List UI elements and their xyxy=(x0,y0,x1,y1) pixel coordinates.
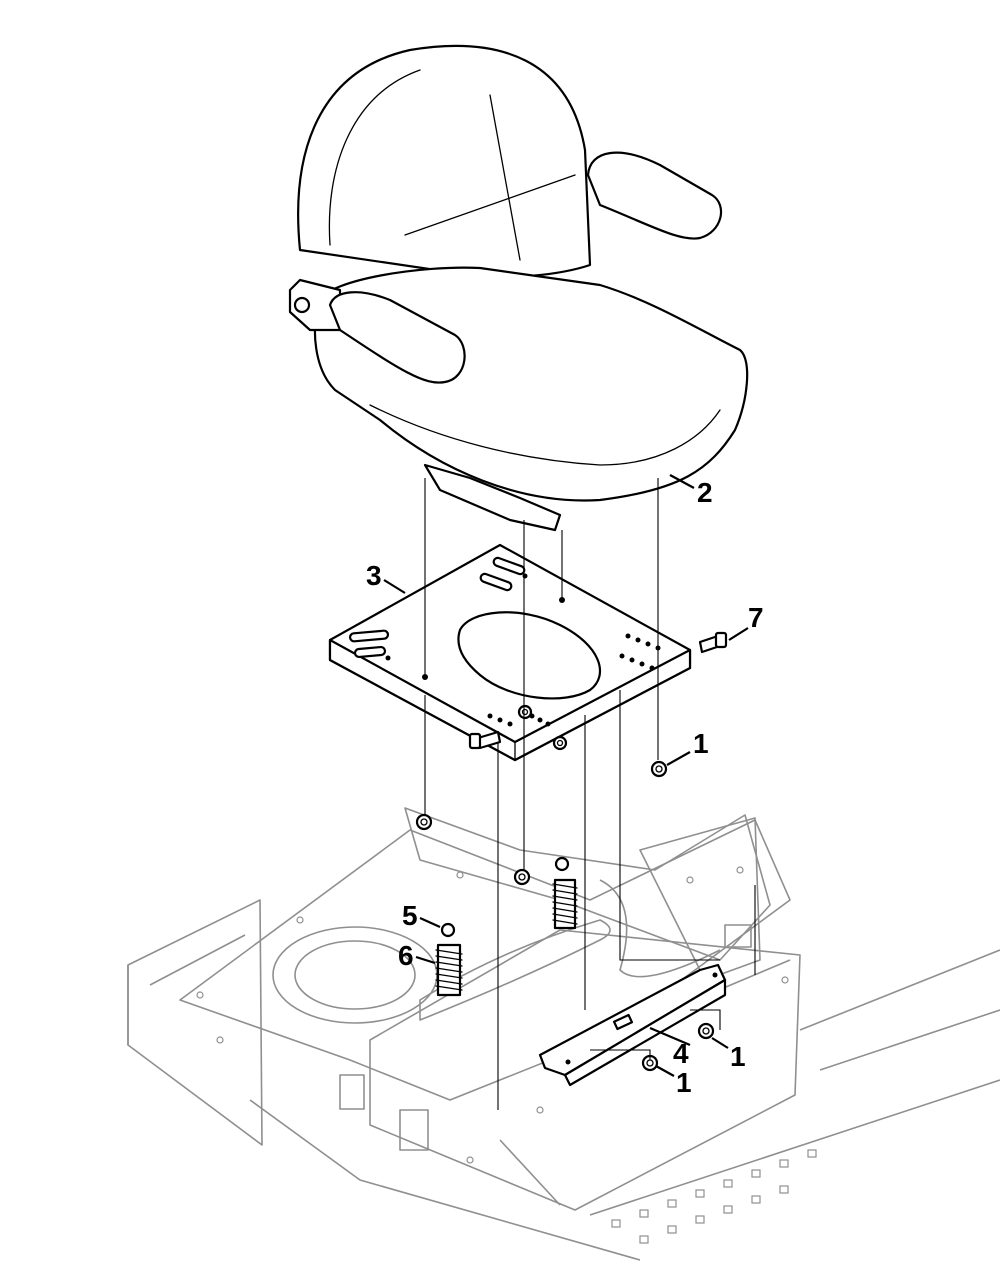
nut-e xyxy=(513,868,531,886)
shoulder-bolt-left xyxy=(468,730,502,750)
spring-right xyxy=(552,856,578,930)
seat xyxy=(288,44,749,532)
shoulder-bolt-right xyxy=(698,631,728,654)
callout-labels: 2 3 7 1 5 6 4 1 1 xyxy=(366,477,764,1098)
callout-4: 4 xyxy=(673,1038,689,1069)
alignment-lines xyxy=(424,478,756,1110)
nut-a xyxy=(650,760,668,778)
callout-1-plate-nut: 1 xyxy=(693,728,709,759)
spring-left xyxy=(435,922,463,997)
callout-6: 6 xyxy=(398,940,414,971)
seat-mounting-plate xyxy=(328,543,692,762)
nut-f xyxy=(697,1022,715,1040)
leader-lines xyxy=(383,474,749,1077)
mower-frame xyxy=(127,807,1000,1261)
nut-d xyxy=(415,813,433,831)
nut-b xyxy=(517,704,533,720)
nut-c xyxy=(552,735,568,751)
callout-2: 2 xyxy=(697,477,713,508)
callout-3: 3 xyxy=(366,560,382,591)
seat-front-bracket xyxy=(538,963,727,1087)
callout-1-bracket-nut-right: 1 xyxy=(730,1041,746,1072)
callout-1-bracket-nut-left: 1 xyxy=(676,1067,692,1098)
callout-7: 7 xyxy=(748,602,764,633)
callout-5: 5 xyxy=(402,900,418,931)
